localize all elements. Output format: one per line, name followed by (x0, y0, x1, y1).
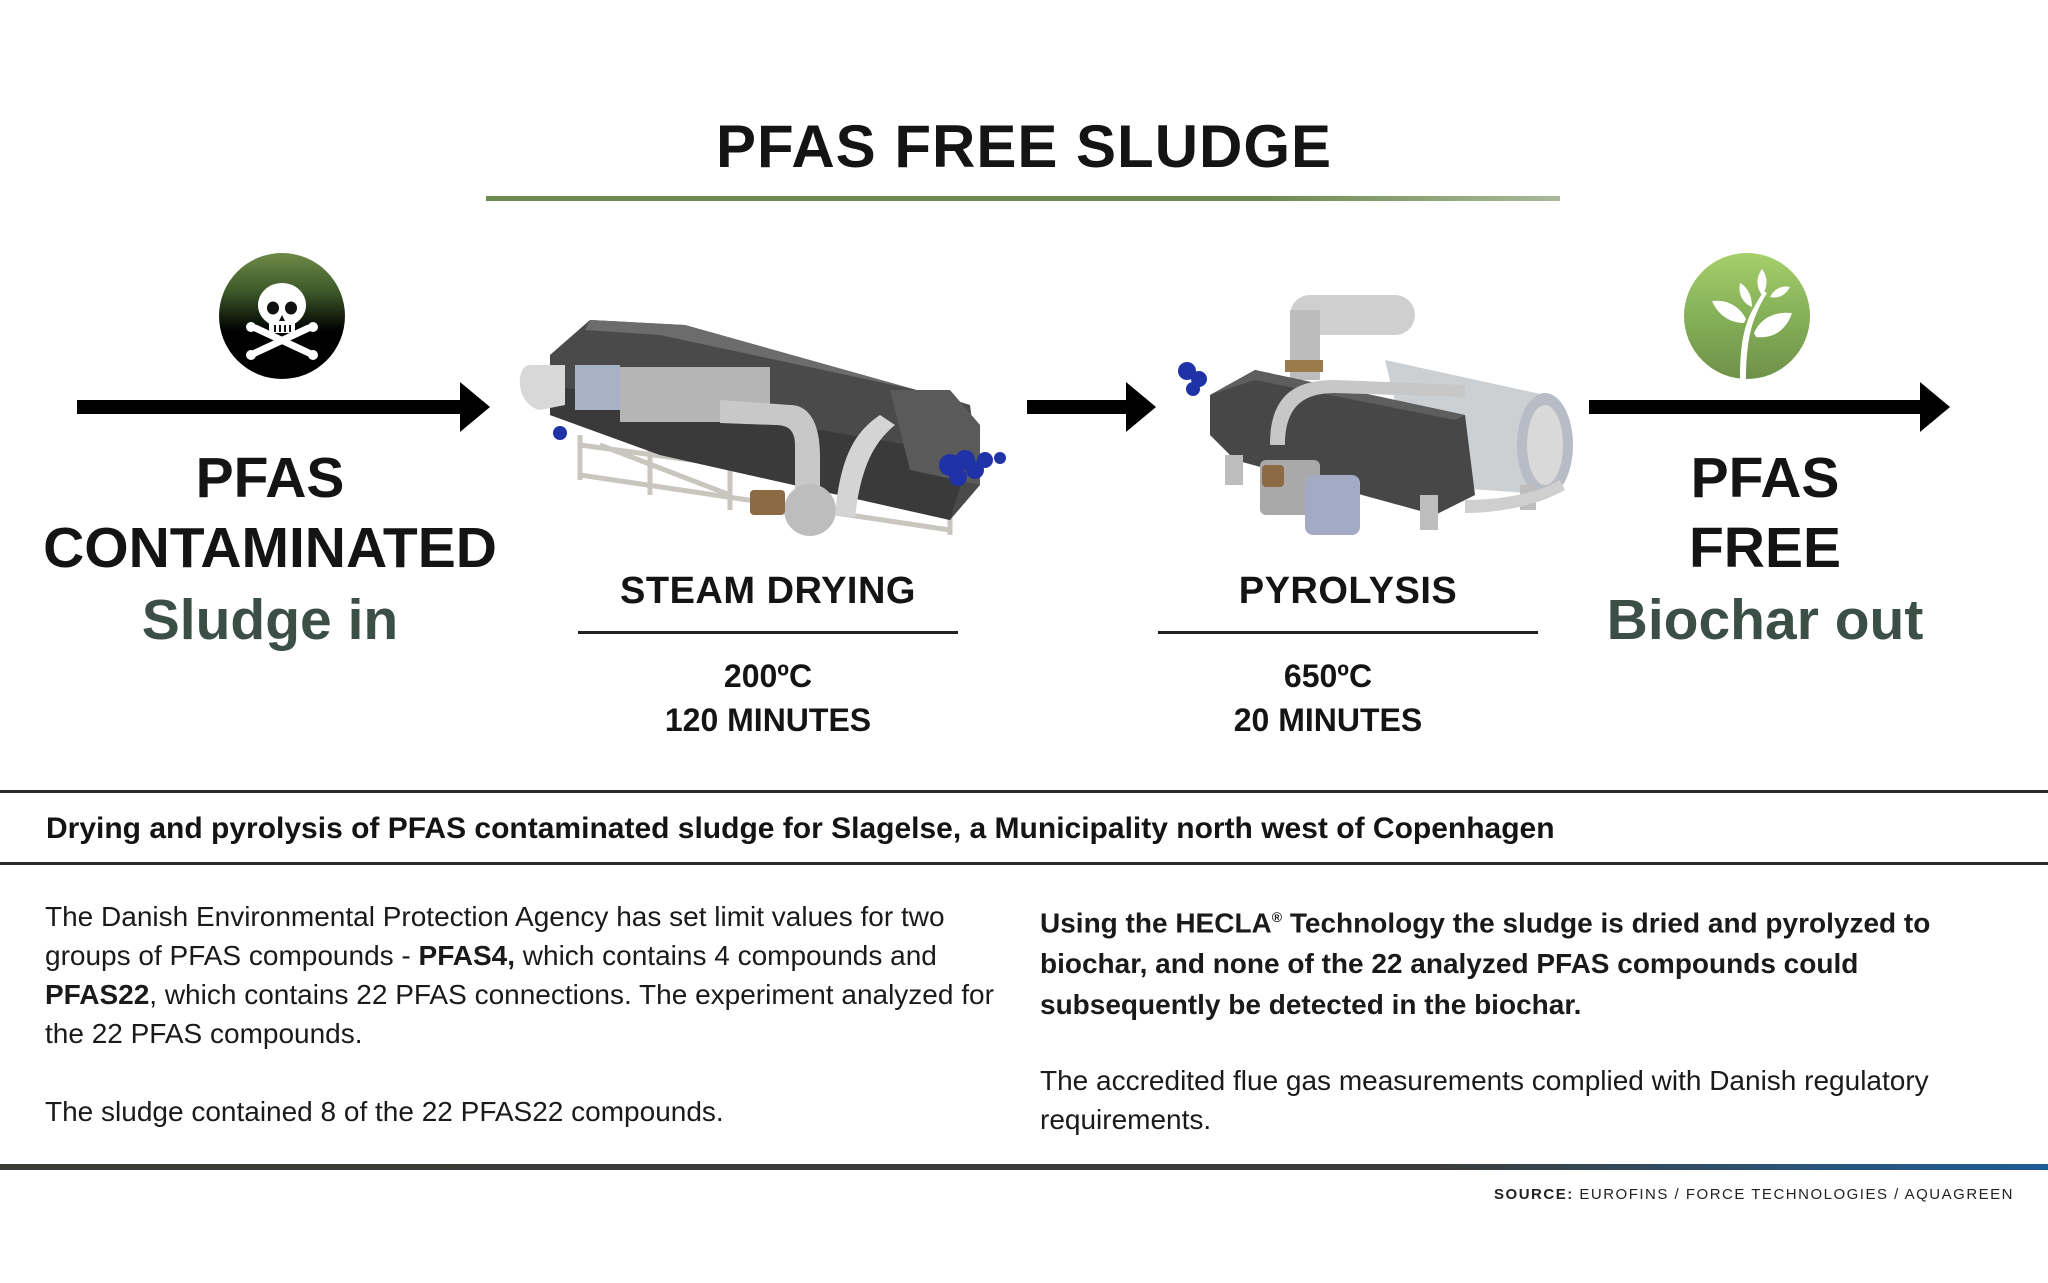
body-left-column: The Danish Environmental Protection Agen… (45, 897, 1025, 1131)
step-pyrolysis-duration: 20 MINUTES (1233, 702, 1423, 738)
step-pyrolysis-params: 650ºC 20 MINUTES (1138, 654, 1518, 742)
flow-arrow-out (1589, 382, 1950, 432)
footer-bar (0, 1164, 2048, 1170)
plant-leaf-icon (1684, 253, 1810, 379)
step-pyrolysis-rule (1158, 631, 1538, 634)
output-label-group: PFAS FREE Biochar out (1560, 443, 1970, 655)
input-label-line2: CONTAMINATED (43, 516, 497, 580)
step-steam-drying-label: STEAM DRYING (620, 570, 916, 612)
registered-mark: ® (1271, 909, 1283, 925)
title-underline (486, 196, 1560, 201)
flow-arrow-in (77, 382, 490, 432)
body-left-paragraph-2: The sludge contained 8 of the 22 PFAS22 … (45, 1096, 724, 1127)
skull-crossbones-icon (219, 253, 345, 379)
input-label-line3: Sludge in (141, 588, 399, 652)
pyrolysis-reactor-machine-image (1178, 295, 1573, 535)
source-credit: SOURCE: EUROFINS / FORCE TECHNOLOGIES / … (1494, 1186, 2014, 1203)
step-pyrolysis-temperature: 650ºC (1283, 658, 1373, 694)
input-label-line1: PFAS (195, 446, 345, 510)
input-label-group: PFAS CONTAMINATED Sludge in (0, 443, 540, 655)
pfas22-term: PFAS22 (45, 979, 150, 1010)
source-text: EUROFINS / FORCE TECHNOLOGIES / AQUAGREE… (1573, 1186, 2014, 1203)
body-right-paragraph-1: Using the HECLA® Technology the sludge i… (1040, 907, 1931, 1021)
steam-dryer-machine-image (519, 320, 1006, 536)
body-right-paragraph-2: The accredited flue gas measurements com… (1040, 1065, 1929, 1136)
step-pyrolysis-label: PYROLYSIS (1238, 570, 1458, 612)
band-heading: Drying and pyrolysis of PFAS contaminate… (46, 812, 1555, 845)
step-steam-drying-temperature: 200ºC (723, 658, 813, 694)
step-steam-drying-rule (578, 631, 958, 634)
output-label-line1: PFAS (1690, 446, 1840, 510)
source-label: SOURCE: (1494, 1186, 1574, 1203)
output-label-line3: Biochar out (1606, 588, 1924, 652)
pfas4-term: PFAS4, (418, 940, 516, 971)
body-left-paragraph-1: The Danish Environmental Protection Agen… (45, 901, 994, 1049)
page-title: PFAS FREE SLUDGE (715, 113, 1333, 180)
flow-arrow-middle (1027, 382, 1156, 432)
step-steam-drying-duration: 120 MINUTES (664, 702, 872, 738)
band-top-rule (0, 790, 2048, 793)
body-right-column: Using the HECLA® Technology the sludge i… (1040, 897, 2030, 1139)
step-steam-drying-params: 200ºC 120 MINUTES (578, 654, 958, 742)
output-label-line2: FREE (1688, 516, 1842, 580)
band-bottom-rule (0, 862, 2048, 865)
